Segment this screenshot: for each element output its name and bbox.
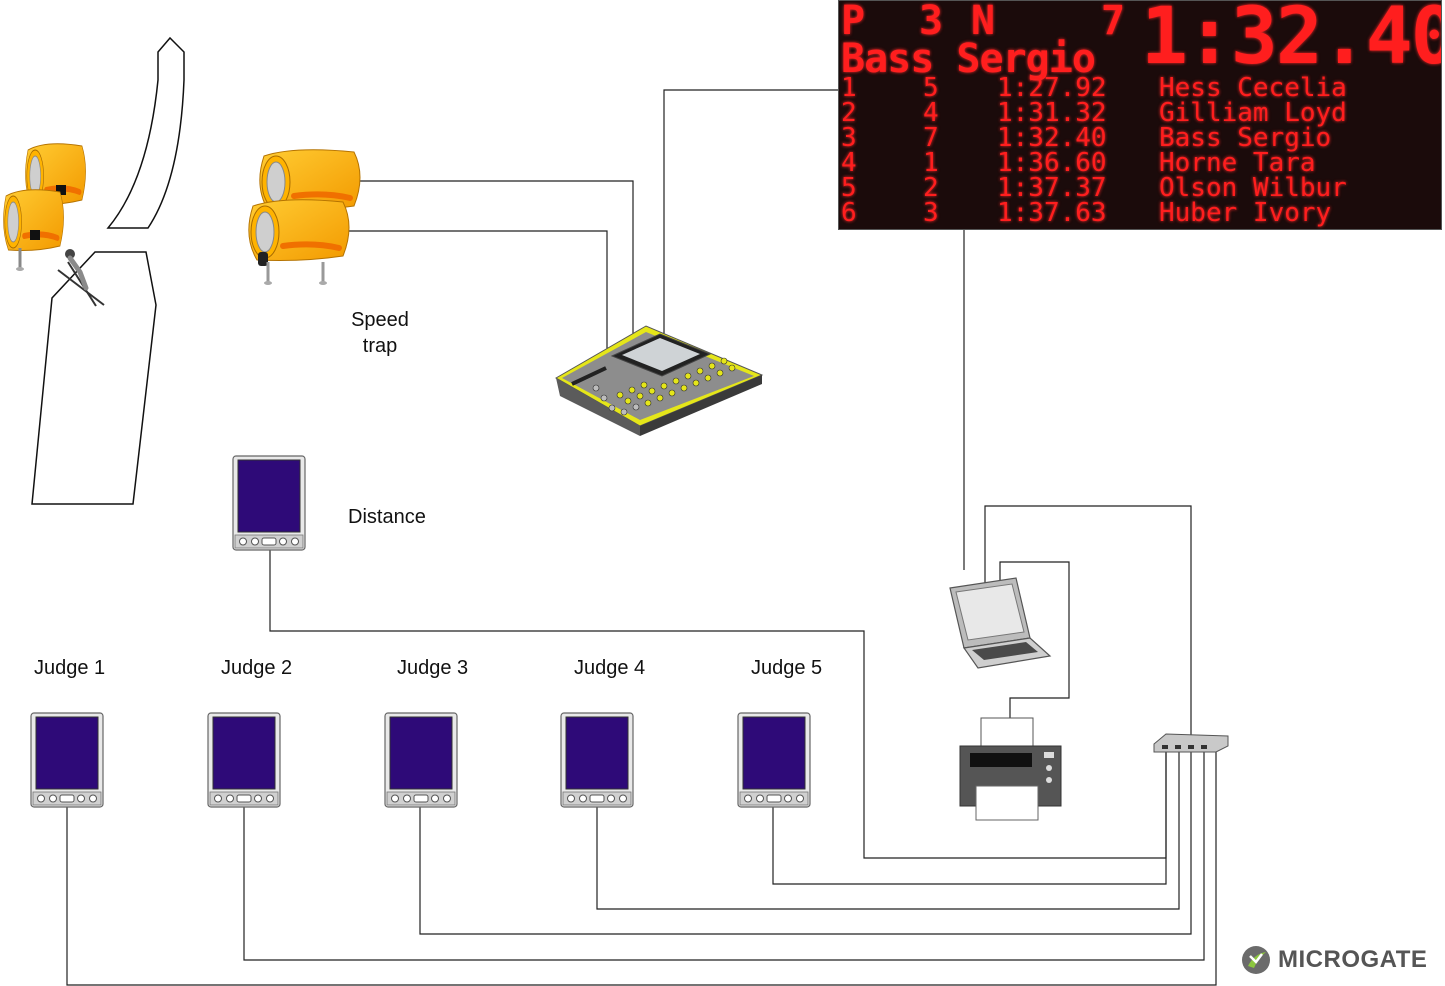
- ski-jumper-icon: [57, 249, 105, 307]
- scoreboard-name: Huber Ivory: [1159, 198, 1332, 228]
- scoreboard-time: 1:31.32: [997, 98, 1107, 128]
- scoreboard-bib: 7: [923, 123, 939, 153]
- scoreboard-name: Horne Tara: [1159, 148, 1316, 178]
- scoreboard-bib: 5: [923, 73, 939, 103]
- scoreboard-bib: 2: [923, 173, 939, 203]
- wire-judge2-switch: [243, 752, 1205, 961]
- inrun-track: [106, 36, 185, 229]
- wires: [66, 89, 1217, 986]
- landing-hill: [31, 251, 157, 505]
- timer-console: [554, 325, 764, 436]
- judge-4-label: Judge 4: [574, 657, 646, 679]
- speed-trap-label: Speed trap: [330, 307, 430, 359]
- judge-pda-2-icon: [207, 712, 281, 808]
- scoreboard-rank: 3: [841, 123, 857, 153]
- scoreboard-row: 3 7 1:32.40 Bass Sergio: [841, 123, 1441, 153]
- scoreboard-name: Bass Sergio: [1159, 123, 1332, 153]
- speed-trap-photocells: [249, 150, 360, 285]
- scoreboard-row: 1 5 1:27.92 Hess Cecelia: [841, 73, 1441, 103]
- microgate-logo-icon: [1242, 946, 1270, 974]
- wire-speedtrap-lower: [345, 230, 608, 350]
- scoreboard-time: 1:27.92: [997, 73, 1107, 103]
- scoreboard-current-athlete: Bass Sergio: [841, 36, 1096, 82]
- scoreboard-rank: 2: [841, 98, 857, 128]
- scoreboard-rank: 4: [841, 148, 857, 178]
- judge-1-label: Judge 1: [34, 657, 106, 679]
- scoreboard-current-time: 1:32.40: [1141, 0, 1442, 82]
- judge-pda-4-icon: [560, 712, 634, 808]
- scoreboard-rank: 1: [841, 73, 857, 103]
- judge-5-label: Judge 5: [751, 657, 823, 679]
- scoreboard-row: 4 1 1:36.60 Horne Tara: [841, 148, 1441, 178]
- scoreboard-header-n: N: [971, 0, 996, 44]
- judge-pda-1-icon: [30, 712, 104, 808]
- distance-pda-icon: [232, 455, 306, 551]
- wire-laptop-printer: [999, 561, 1070, 720]
- scoreboard-bib: 1: [923, 148, 939, 178]
- distance-label: Distance: [348, 506, 426, 528]
- wire-timer-scoreboard: [663, 89, 840, 335]
- scoreboard-time: 1:37.63: [997, 198, 1107, 228]
- scoreboard-header-n-number: 7: [1101, 0, 1126, 44]
- scoreboard-rank: 6: [841, 198, 857, 228]
- scoreboard-row: 6 3 1:37.63 Huber Ivory: [841, 198, 1441, 228]
- laptop-icon: [949, 577, 1052, 669]
- ski-jump-ramp: [31, 36, 185, 505]
- scoreboard-name: Gilliam Loyd: [1159, 98, 1347, 128]
- microgate-logo-text: MICROGATE: [1278, 946, 1428, 973]
- scoreboard-name: Hess Cecelia: [1159, 73, 1347, 103]
- led-scoreboard: P 3 N 7 1:32.40 Bass Sergio 1 5 1:27.92 …: [838, 0, 1442, 230]
- wire-speedtrap-upper: [355, 180, 634, 340]
- judge-pda-3-icon: [384, 712, 458, 808]
- scoreboard-header-p-number: 3: [919, 0, 944, 44]
- scoreboard-bib: 4: [923, 98, 939, 128]
- wire-judge3-switch: [419, 752, 1192, 935]
- scoreboard-bib: 3: [923, 198, 939, 228]
- wire-laptop-switch: [984, 505, 1192, 740]
- judge-pda-5-icon: [737, 712, 811, 808]
- judge-2-label: Judge 2: [221, 657, 293, 679]
- scoreboard-header-p: P: [841, 0, 866, 44]
- printer-icon: [959, 717, 1062, 821]
- scoreboard-row: 5 2 1:37.37 Olson Wilbur: [841, 173, 1441, 203]
- network-switch-icon: [1153, 733, 1229, 753]
- speed-trap-label-line2: trap: [362, 335, 398, 357]
- scoreboard-time: 1:37.37: [997, 173, 1107, 203]
- judge-3-label: Judge 3: [397, 657, 469, 679]
- microgate-logo: MICROGATE: [1240, 940, 1427, 980]
- scoreboard-row: 2 4 1:31.32 Gilliam Loyd: [841, 98, 1441, 128]
- wire-judge5-switch: [772, 752, 1167, 885]
- wire-judge1-switch: [66, 752, 1217, 986]
- scoreboard-rank: 5: [841, 173, 857, 203]
- wire-judge4-switch: [596, 752, 1180, 910]
- speed-trap-label-line1: Speed: [351, 309, 409, 331]
- photocell-pair-jump: [4, 144, 86, 271]
- scoreboard-time: 1:32.40: [997, 123, 1107, 153]
- scoreboard-name: Olson Wilbur: [1159, 173, 1347, 203]
- scoreboard-time: 1:36.60: [997, 148, 1107, 178]
